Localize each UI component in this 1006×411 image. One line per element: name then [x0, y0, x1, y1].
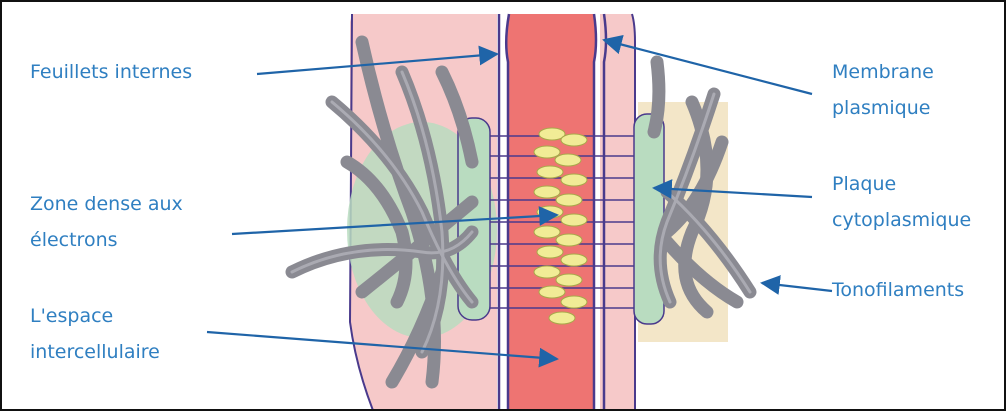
left-membrane [499, 14, 509, 411]
label-feuillets-internes: Feuillets internes [30, 54, 192, 90]
label-tonofilaments: Tonofilaments [832, 272, 964, 308]
label-membrane-plasmique: Membrane plasmique [832, 54, 934, 126]
arrow-tono [762, 283, 832, 291]
label-espace-intercellulaire: L'espace intercellulaire [30, 298, 160, 370]
label-zone-dense: Zone dense aux électrons [30, 186, 183, 258]
label-plaque-cytoplasmique: Plaque cytoplasmique [832, 166, 971, 238]
